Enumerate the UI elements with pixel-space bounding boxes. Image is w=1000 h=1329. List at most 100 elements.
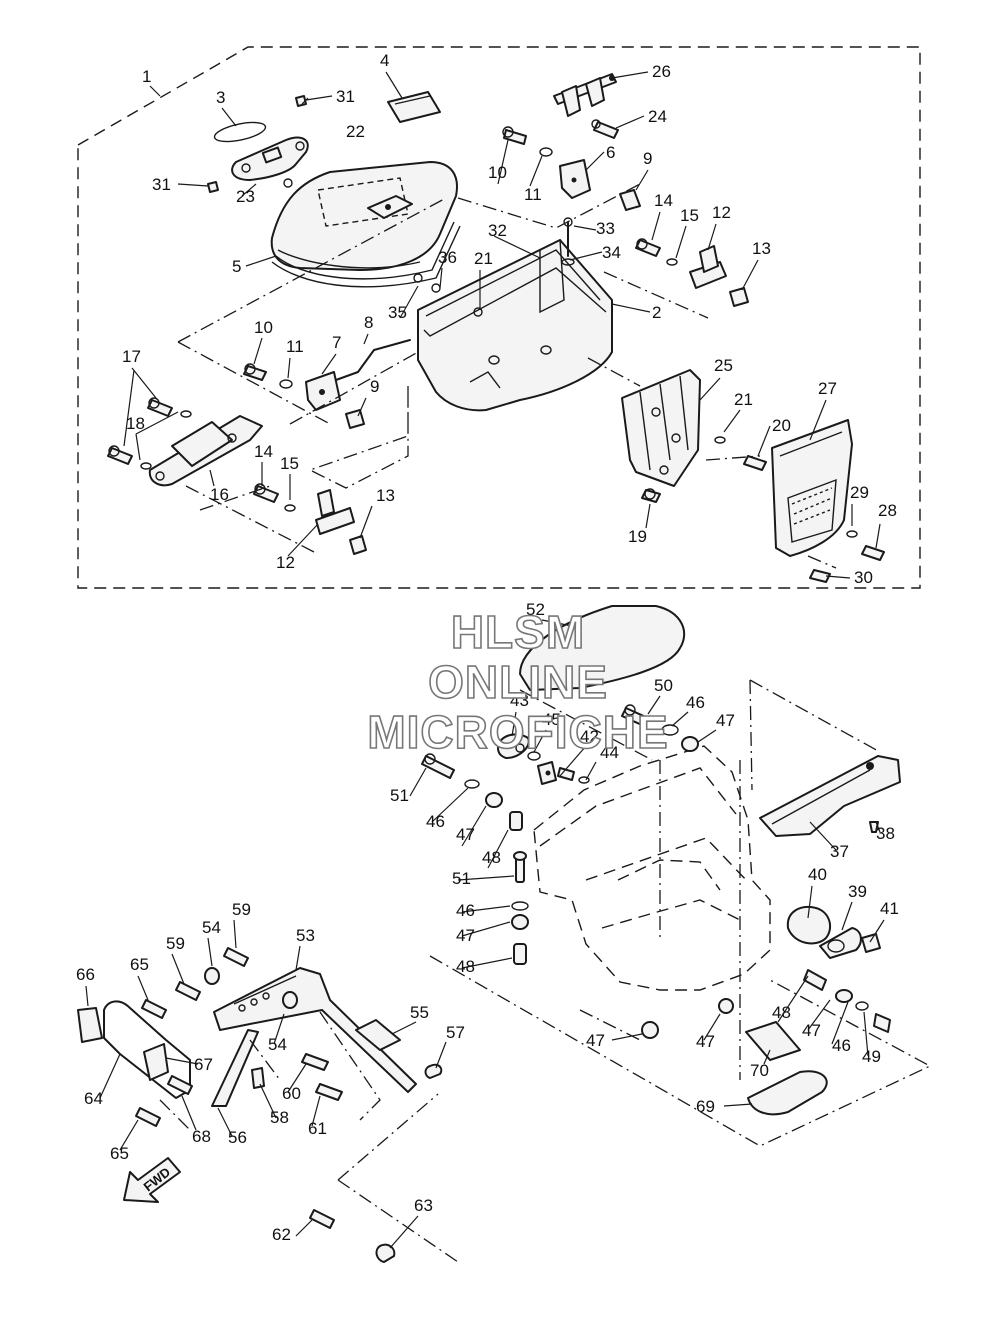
- base-plate: [745, 1021, 828, 1116]
- leader-line: [611, 303, 651, 313]
- leader-line: [487, 829, 509, 869]
- leader-line: [559, 745, 587, 777]
- callout-label: 31: [152, 175, 171, 194]
- leader-line: [435, 1041, 447, 1069]
- callout-label: 53: [296, 926, 315, 945]
- leader-line: [461, 905, 511, 913]
- leader-line: [171, 953, 185, 985]
- leader-line: [675, 225, 687, 259]
- leader-line: [651, 211, 661, 241]
- leader-line: [359, 505, 373, 539]
- callout-label: 31: [336, 87, 355, 106]
- leader-line: [777, 975, 809, 1023]
- callout-label: 14: [654, 191, 673, 210]
- callout-label: 59: [232, 900, 251, 919]
- callout-label: 7: [332, 333, 341, 352]
- callout-label: 30: [854, 568, 873, 587]
- leader-line: [181, 1095, 197, 1131]
- leader-line: [723, 409, 741, 433]
- callout-label: 5: [232, 257, 241, 276]
- leader-line: [209, 469, 215, 487]
- callout-label: 65: [130, 955, 149, 974]
- leader-line: [85, 985, 89, 1007]
- callout-label: 51: [390, 786, 409, 805]
- leader-line: [305, 95, 333, 101]
- callout-labels: 1 2 3 4 5 6 7 8 9 9 10 10 11 11 12 12 13…: [76, 51, 899, 1244]
- callout-label: 18: [126, 414, 145, 433]
- callout-label: 20: [772, 416, 791, 435]
- callout-label: 9: [643, 149, 652, 168]
- callout-label: 19: [628, 527, 647, 546]
- callout-label: 42: [580, 727, 599, 746]
- inner-cover: [519, 605, 685, 691]
- callout-label: 2: [652, 303, 661, 322]
- leader-line: [119, 1119, 139, 1151]
- callout-label: 24: [648, 107, 667, 126]
- leader-line: [697, 729, 717, 743]
- callout-label: 46: [832, 1036, 851, 1055]
- callout-label: 10: [254, 318, 273, 337]
- leader-line: [585, 761, 597, 781]
- callout-label: 44: [600, 743, 619, 762]
- leader-line: [807, 999, 831, 1031]
- callout-label: 50: [654, 676, 673, 695]
- callout-label: 11: [286, 337, 304, 356]
- leader-line: [763, 1049, 771, 1065]
- callout-label: 47: [456, 926, 475, 945]
- leader-line: [439, 267, 443, 289]
- callout-label: 43: [510, 691, 529, 710]
- leader-line: [671, 711, 689, 727]
- rail-bracket: [749, 679, 901, 837]
- leader-line: [841, 901, 853, 931]
- callout-label: 67: [194, 1055, 213, 1074]
- callout-label: 28: [878, 501, 897, 520]
- leader-line: [585, 151, 605, 171]
- callout-label: 48: [482, 848, 501, 867]
- callout-label: 48: [772, 1003, 791, 1022]
- callout-label: 69: [696, 1097, 715, 1116]
- leader-line: [875, 821, 881, 833]
- leader-line: [541, 619, 573, 627]
- leader-line: [723, 1103, 753, 1107]
- rear-mount-plate: [786, 906, 891, 1033]
- mount-bracket-left: [253, 483, 367, 555]
- bottom-fasteners: [641, 998, 734, 1039]
- callout-label: 60: [282, 1084, 301, 1103]
- leader-line: [149, 85, 161, 97]
- leader-line: [645, 503, 651, 529]
- callout-label: 48: [456, 957, 475, 976]
- leader-line: [245, 255, 277, 267]
- saddlebag-case: [413, 217, 613, 412]
- callout-label: 10: [488, 163, 507, 182]
- leader-line: [431, 787, 469, 823]
- callout-label: 59: [166, 934, 185, 953]
- callout-label: 66: [76, 965, 95, 984]
- leader-line: [301, 97, 309, 105]
- leader-line: [573, 225, 597, 231]
- leader-line: [533, 729, 547, 753]
- callout-label: 47: [802, 1021, 821, 1040]
- vertical-fastener-stack: [511, 851, 529, 965]
- leader-line: [241, 183, 257, 197]
- leader-line: [703, 1013, 721, 1041]
- leader-line: [741, 259, 759, 291]
- leader-line: [391, 1021, 417, 1035]
- mount-bracket-right: [635, 238, 749, 307]
- support-frame: [77, 947, 443, 1263]
- callout-label: 61: [308, 1119, 327, 1138]
- callout-label: 47: [696, 1032, 715, 1051]
- leader-line: [165, 1057, 199, 1065]
- leader-line: [707, 223, 717, 251]
- leader-line: [809, 399, 827, 441]
- leader-line: [615, 115, 645, 129]
- callout-label: 21: [734, 390, 753, 409]
- callout-label: 37: [830, 842, 849, 861]
- stay-bracket: [621, 369, 767, 503]
- callout-label: 13: [376, 486, 395, 505]
- leader-line: [123, 369, 135, 447]
- callout-label: 70: [750, 1061, 769, 1080]
- callout-label: 57: [446, 1023, 465, 1042]
- leader-line: [863, 1011, 869, 1057]
- callout-label: 36: [438, 248, 457, 267]
- leader-line: [287, 1063, 307, 1093]
